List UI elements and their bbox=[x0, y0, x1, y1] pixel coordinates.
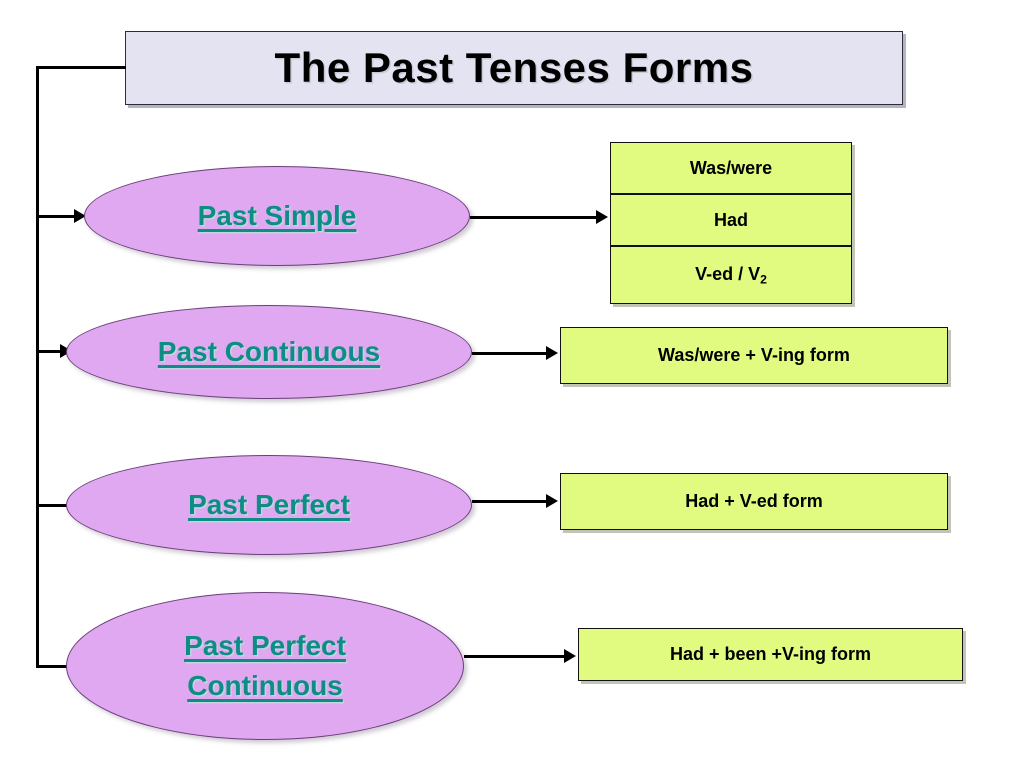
link-arrow-past-continuous-form bbox=[546, 346, 558, 360]
form-box-past-perfect-continuous: Had + been +V-ing form bbox=[578, 628, 963, 681]
link-line-past-continuous-form bbox=[472, 352, 548, 355]
form-text-v-ed-v2-main: V-ed / V bbox=[695, 263, 761, 284]
node-label-past-perfect-continuous: Past Perfect Continuous bbox=[184, 630, 346, 701]
form-box-past-continuous: Was/were + V-ing form bbox=[560, 327, 948, 384]
form-box-had: Had bbox=[610, 194, 852, 246]
branch-line-past-simple bbox=[36, 215, 80, 218]
form-text-had: Had bbox=[713, 209, 748, 230]
diagram-title-box: The Past Tenses Forms bbox=[125, 31, 903, 105]
form-box-v-ed-v2: V-ed / V2 bbox=[610, 246, 852, 304]
node-past-perfect-continuous[interactable]: Past Perfect Continuous bbox=[66, 592, 464, 740]
link-arrow-past-simple-forms bbox=[596, 210, 608, 224]
node-past-simple[interactable]: Past Simple bbox=[84, 166, 470, 266]
trunk-top-segment bbox=[36, 66, 126, 69]
node-label-past-continuous: Past Continuous bbox=[157, 336, 381, 368]
form-text-v-ed-v2: V-ed / V2 bbox=[695, 264, 767, 286]
link-line-past-perfect-continuous-form bbox=[464, 655, 566, 658]
branch-line-past-continuous bbox=[36, 350, 66, 353]
form-box-past-perfect: Had + V-ed form bbox=[560, 473, 948, 530]
node-past-perfect[interactable]: Past Perfect bbox=[66, 455, 472, 555]
page-title: The Past Tenses Forms bbox=[274, 44, 754, 91]
branch-arrow-past-simple bbox=[74, 209, 86, 223]
form-text-past-continuous: Was/were + V-ing form bbox=[658, 345, 850, 365]
branch-line-past-perfect bbox=[36, 504, 80, 507]
trunk-vertical-spine bbox=[36, 66, 39, 668]
form-text-v2-subscript: 2 bbox=[760, 272, 767, 287]
form-text-past-perfect-continuous: Had + been +V-ing form bbox=[669, 644, 872, 664]
link-line-past-simple-forms bbox=[470, 216, 598, 219]
node-label-past-simple: Past Simple bbox=[197, 200, 357, 232]
link-arrow-past-perfect-form bbox=[546, 494, 558, 508]
form-box-was-were: Was/were bbox=[610, 142, 852, 194]
form-text-past-perfect: Had + V-ed form bbox=[685, 491, 823, 511]
link-arrow-past-perfect-continuous-form bbox=[564, 649, 576, 663]
form-text-was-were: Was/were bbox=[689, 157, 773, 178]
node-past-continuous[interactable]: Past Continuous bbox=[66, 305, 472, 399]
node-label-past-perfect: Past Perfect bbox=[188, 489, 350, 521]
link-line-past-perfect-form bbox=[472, 500, 548, 503]
branch-line-past-perfect-continuous bbox=[36, 665, 74, 668]
